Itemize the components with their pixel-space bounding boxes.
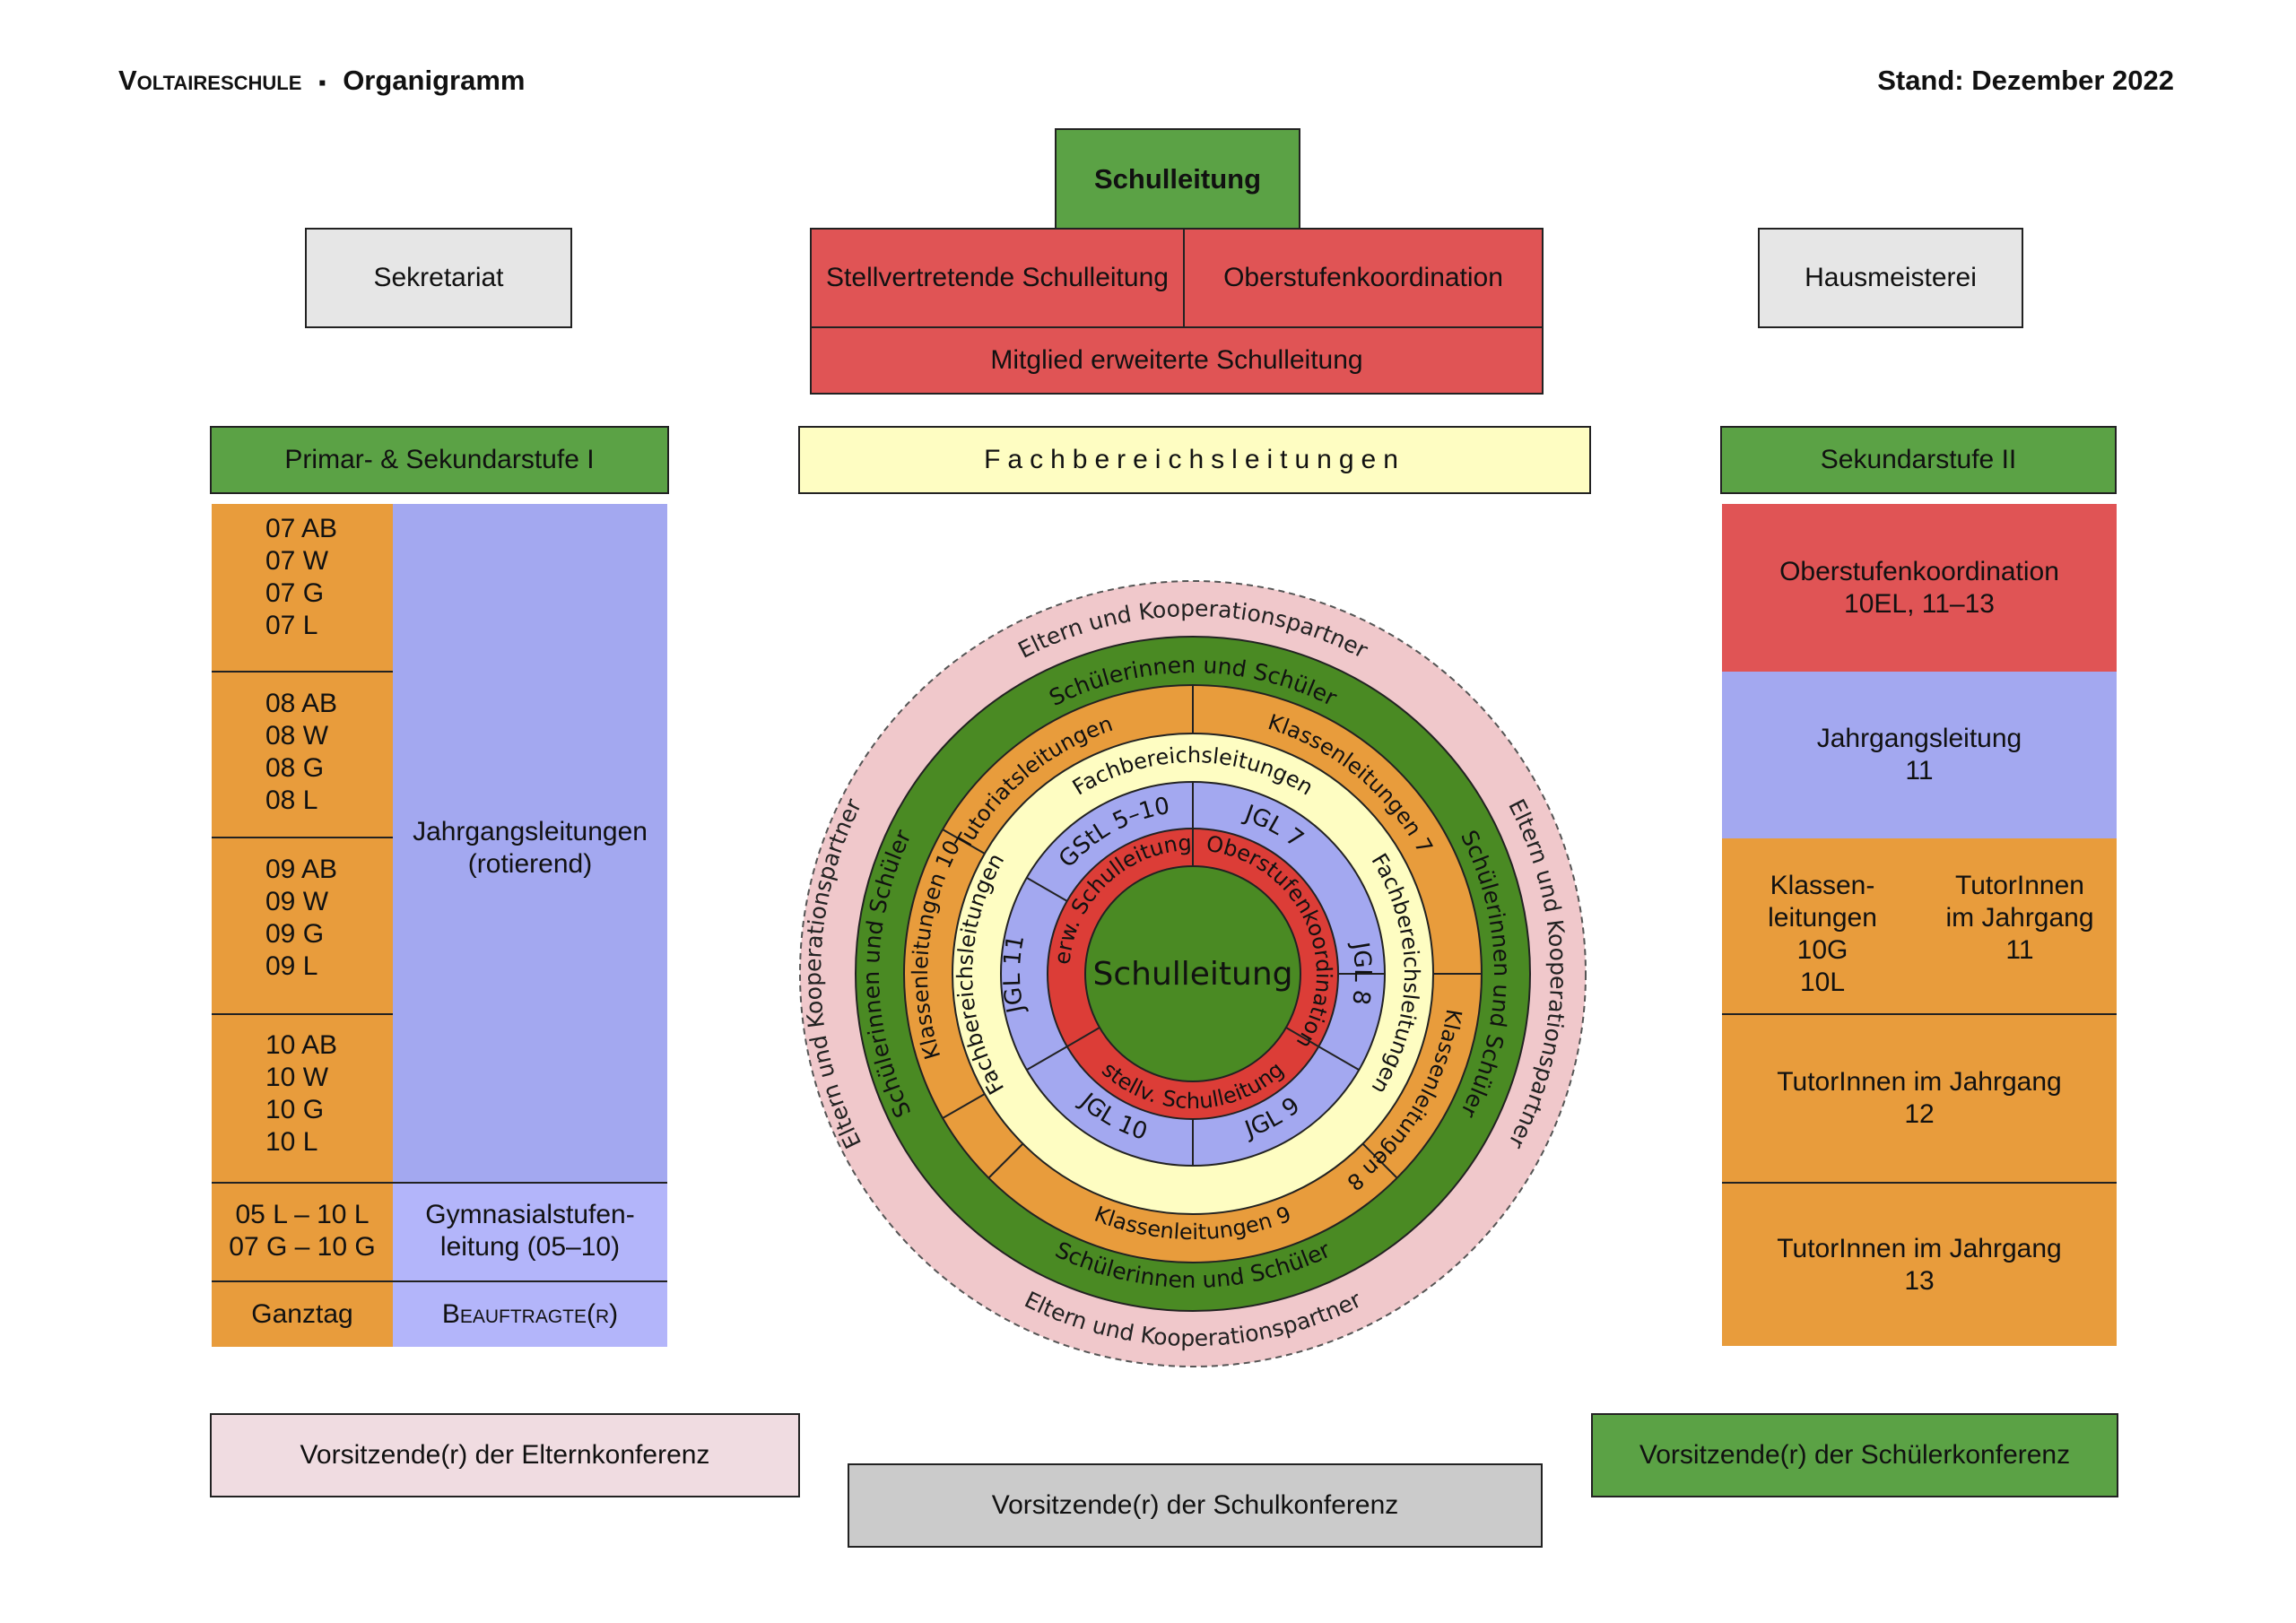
jgl11-label: JGL 11 [999,933,1031,1016]
jahrgangsleitung-line: Jahrgangsleitung [1816,724,2022,753]
oberstufe-line: Oberstufenkoordination [1779,556,2059,586]
oberstufe-cell: Oberstufenkoordination 10EL, 11–13 [1722,504,2117,672]
class-label: 08 L [265,785,318,815]
klassen-line: leitungen [1768,903,1877,933]
divider-line [1318,1046,1360,1071]
divider [1722,1013,2117,1015]
gym-lead-line: leitung (05–10) [439,1232,621,1262]
klassen-line: 10G [1796,935,1848,965]
oberstufenkoordination-box: Oberstufenkoordination [1183,228,1544,328]
jgl8-path: JGL 8 [1346,939,1376,1007]
class-label: 09 W [265,887,329,916]
sekretariat-box: Sekretariat [305,228,572,328]
jahrgangsleitung-cell: Jahrgangsleitung 11 [1722,672,2117,838]
class-label: 09 AB [265,855,338,884]
class-group-10: 10 AB 10 W 10 G 10 L [265,1029,337,1159]
divider-line [942,1093,986,1119]
tutoren12-line: 12 [1904,1099,1935,1129]
stand-date: Stand: Dezember 2022 [1877,65,2174,96]
divider [212,1013,393,1015]
divider [212,1182,667,1184]
class-label: 10 AB [265,1030,338,1060]
sekundar-header: Sekundarstufe II [1720,426,2117,494]
center-label: Schulleitung [1092,956,1292,993]
class-group-08: 08 AB 08 W 08 G 08 L [265,688,337,817]
jahrgang-line: (rotierend) [467,849,593,879]
tutoren12-line: TutorInnen im Jahrgang [1777,1067,2062,1097]
gym-classes: 05 L – 10 L 07 G – 10 G [212,1182,393,1280]
jahrgangsleitungen-label: Jahrgangsleitungen (rotierend) [393,816,667,881]
title-separator: ▪ [318,71,326,95]
divider-line [1026,1046,1068,1071]
gym-class-label: 07 G – 10 G [229,1232,376,1262]
class-label: 07 G [265,578,325,608]
gym-column [393,1182,667,1347]
gym-class-label: 05 L – 10 L [235,1200,370,1229]
class-label: 09 L [265,951,318,981]
class-label: 08 AB [265,689,338,718]
doc-title: Organigramm [343,65,526,96]
gym-lead: Gymnasialstufen- leitung (05–10) [393,1182,667,1280]
class-label: 10 W [265,1063,329,1092]
organigram-circle: Schulleitung Eltern und Kooperationspart… [799,580,1587,1367]
class-group-07: 07 AB 07 W 07 G 07 L [265,513,337,642]
klassen-line: Klassen- [1770,871,1875,900]
divider-line [1361,1142,1398,1179]
class-group-09: 09 AB 09 W 09 G 09 L [265,854,337,983]
jahrgang-line: Jahrgangsleitungen [413,817,648,846]
class-label: 10 L [265,1127,318,1157]
fachbereich-header: Fachbereichsleitungen [798,426,1591,494]
divider-line [942,829,986,855]
class-label: 07 L [265,611,318,640]
tutoren13-line: TutorInnen im Jahrgang [1777,1234,2062,1263]
divider-line [1066,1027,1100,1047]
klassenleitungen-10: Klassen- leitungen 10G 10L [1722,870,1923,999]
elternkonferenz-box: Vorsitzende(r) der Elternkonferenz [210,1413,800,1497]
class-label: 10 G [265,1095,325,1124]
divider-line [987,1142,1024,1179]
schulleitung-box: Schulleitung [1055,128,1300,230]
tutoren-13: TutorInnen im Jahrgang 13 [1722,1184,2117,1347]
divider [212,837,393,838]
tutoren11-line: TutorInnen [1955,871,2084,900]
divider-line [1026,877,1068,902]
klassen-dividers [942,685,1482,1179]
school-title: Voltaireschule ▪ Organigramm [118,65,525,97]
oberstufe-line: 10EL, 11–13 [1844,588,1995,619]
beauftragte-label: Beauftragte(r) [441,1299,619,1329]
klassen-line: 10L [1799,968,1846,997]
jgl8-label: JGL 8 [1346,939,1376,1007]
class-label: 08 G [265,753,325,783]
gym-lead-line: Gymnasialstufen- [425,1200,635,1229]
class-label: 07 AB [265,514,338,543]
divider-line [1285,1027,1319,1047]
jahrgang-column [393,504,667,1182]
klassen-tutoren-cell [1722,838,2117,1346]
schulkonferenz-box: Vorsitzende(r) der Schulkonferenz [848,1463,1543,1548]
tutoren-11: TutorInnen im Jahrgang 11 [1923,870,2117,967]
class-label: 07 W [265,546,329,576]
tutoren11-line: 11 [2005,935,2034,965]
ganztag-label: Ganztag [251,1299,353,1329]
primar-header: Primar- & Sekundarstufe I [210,426,669,494]
class-column [212,504,393,1347]
jahrgangsleitung-line: 11 [1905,756,1934,785]
jgl-dividers [1026,782,1385,1166]
mitglied-box: Mitglied erweiterte Schulleitung [810,326,1544,395]
tutoren-12: TutorInnen im Jahrgang 12 [1722,1015,2117,1182]
divider [1722,1182,2117,1184]
tutoren13-line: 13 [1904,1266,1935,1296]
leitung-dividers [1066,829,1319,1047]
hausmeisterei-box: Hausmeisterei [1758,228,2023,328]
school-name: Voltaireschule [118,65,302,96]
jgl11-path: JGL 11 [999,933,1031,1016]
stellvertretende-box: Stellvertretende Schulleitung [810,228,1185,328]
divider [212,671,393,673]
class-label: 09 G [265,919,325,949]
tutoren11-line: im Jahrgang [1945,903,2094,933]
schuelerkonferenz-box: Vorsitzende(r) der Schülerkonferenz [1591,1413,2118,1497]
divider [212,1280,667,1282]
class-label: 08 W [265,721,329,751]
